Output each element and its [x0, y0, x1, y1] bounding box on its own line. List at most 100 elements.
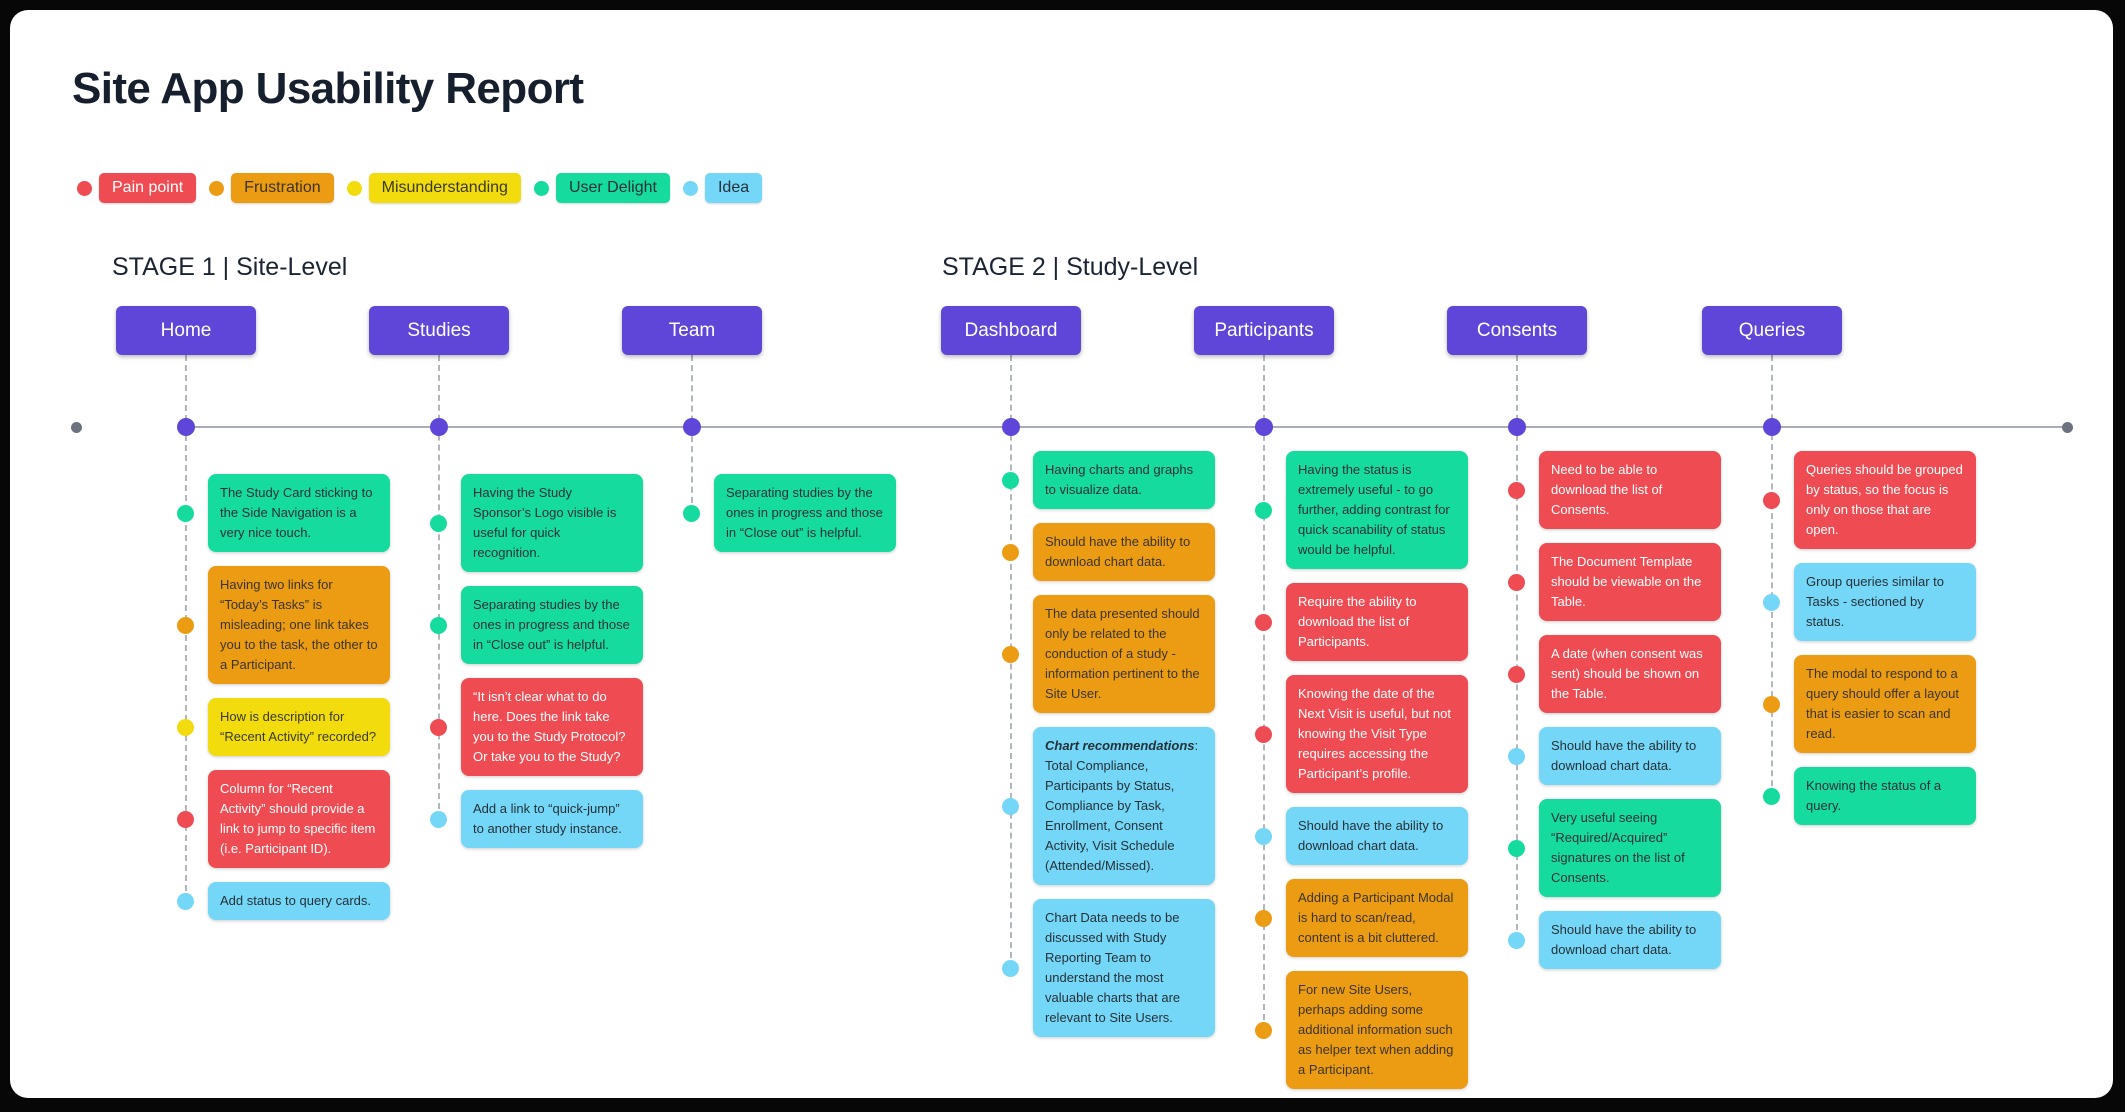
sticky-note-delight[interactable]: Knowing the status of a query.	[1794, 767, 1976, 825]
legend-item-frustration: Frustration	[209, 173, 334, 203]
cards-stack: Separating studies by the ones in progre…	[714, 474, 896, 552]
sticky-note-idea[interactable]: Chart recommendations: Total Compliance,…	[1033, 727, 1215, 885]
timeline-node	[1002, 418, 1020, 436]
timeline-start-dot	[71, 422, 82, 433]
sticky-note-idea[interactable]: Should have the ability to download char…	[1286, 807, 1468, 865]
sticky-note-frustration[interactable]: Having two links for “Today’s Tasks” is …	[208, 566, 390, 684]
note-type-dot-pain	[177, 810, 194, 828]
stage-button-consents[interactable]: Consents	[1447, 306, 1587, 355]
legend-dot-frustration	[209, 180, 225, 196]
timeline-node	[1255, 418, 1273, 436]
legend-dot-delight	[533, 180, 549, 196]
sticky-note-frustration[interactable]: Should have the ability to download char…	[1033, 523, 1215, 581]
note-type-dot-idea	[177, 892, 194, 910]
column-dashed-line	[1516, 355, 1518, 940]
sticky-note-idea[interactable]: Should have the ability to download char…	[1539, 727, 1721, 785]
legend-dot-pain	[77, 180, 92, 196]
note-type-dot-delight	[1002, 471, 1019, 489]
note-type-dot-idea	[1002, 797, 1019, 815]
note-type-dot-delight	[1255, 501, 1272, 519]
note-type-dot-pain	[430, 718, 447, 736]
sticky-note-idea[interactable]: Should have the ability to download char…	[1539, 911, 1721, 969]
stage-button-home[interactable]: Home	[116, 306, 256, 355]
sticky-note-delight[interactable]: Very useful seeing “Required/Acquired” s…	[1539, 799, 1721, 897]
legend-item-pain: Pain point	[77, 173, 197, 203]
sticky-note-pain[interactable]: Require the ability to download the list…	[1286, 583, 1468, 661]
sticky-note-pain[interactable]: “It isn’t clear what to do here. Does th…	[461, 678, 643, 776]
note-type-dot-frustration	[1002, 645, 1019, 663]
stage-button-dashboard[interactable]: Dashboard	[941, 306, 1081, 355]
sticky-note-delight[interactable]: Having the status is extremely useful - …	[1286, 451, 1468, 569]
legend-chip[interactable]: Frustration	[231, 173, 334, 203]
sticky-note-idea[interactable]: Chart Data needs to be discussed with St…	[1033, 899, 1215, 1037]
note-type-dot-delight	[177, 504, 194, 522]
note-type-dot-idea	[1763, 593, 1780, 611]
sticky-note-pain[interactable]: Column for “Recent Activity” should prov…	[208, 770, 390, 868]
note-type-dot-frustration	[1255, 1021, 1272, 1039]
note-type-dot-pain	[1508, 573, 1525, 591]
sticky-note-delight[interactable]: Having charts and graphs to visualize da…	[1033, 451, 1215, 509]
sticky-note-frustration[interactable]: Adding a Participant Modal is hard to sc…	[1286, 879, 1468, 957]
sticky-note-pain[interactable]: Knowing the date of the Next Visit is us…	[1286, 675, 1468, 793]
sticky-note-delight[interactable]: The Study Card sticking to the Side Navi…	[208, 474, 390, 552]
stage-button-queries[interactable]: Queries	[1702, 306, 1842, 355]
sticky-note-pain[interactable]: The Document Template should be viewable…	[1539, 543, 1721, 621]
page-title: Site App Usability Report	[72, 64, 584, 113]
note-type-dot-idea	[1255, 827, 1272, 845]
note-type-dot-idea	[430, 810, 447, 828]
timeline-end-dot	[2062, 422, 2073, 433]
note-type-dot-pain	[1763, 491, 1780, 509]
legend-chip[interactable]: Idea	[704, 173, 763, 203]
timeline-node	[1508, 418, 1526, 436]
note-type-dot-pain	[1255, 613, 1272, 631]
note-type-dot-delight	[1508, 839, 1525, 857]
legend-dot-misunderstanding	[346, 180, 362, 196]
column-dashed-line	[1263, 355, 1265, 1030]
sticky-note-delight[interactable]: Separating studies by the ones in progre…	[714, 474, 896, 552]
sticky-note-delight[interactable]: Having the Study Sponsor’s Logo visible …	[461, 474, 643, 572]
sticky-note-idea[interactable]: Add status to query cards.	[208, 882, 390, 920]
legend-chip[interactable]: Misunderstanding	[368, 173, 521, 203]
note-type-dot-frustration	[177, 616, 194, 634]
sticky-note-idea[interactable]: Add a link to “quick-jump” to another st…	[461, 790, 643, 848]
legend-chip[interactable]: Pain point	[99, 173, 197, 203]
stage-2-label: STAGE 2 | Study-Level	[942, 253, 1199, 281]
stage-button-team[interactable]: Team	[622, 306, 762, 355]
note-type-dot-delight	[430, 616, 447, 634]
sticky-note-frustration[interactable]: For new Site Users, perhaps adding some …	[1286, 971, 1468, 1089]
legend-item-misunderstanding: Misunderstanding	[346, 173, 521, 203]
note-type-dot-idea	[1508, 931, 1525, 949]
stage-button-studies[interactable]: Studies	[369, 306, 509, 355]
note-type-dot-idea	[1002, 959, 1019, 977]
sticky-note-pain[interactable]: Queries should be grouped by status, so …	[1794, 451, 1976, 549]
legend-item-delight: User Delight	[533, 173, 670, 203]
note-type-dot-delight	[430, 514, 447, 532]
sticky-note-pain[interactable]: Need to be able to download the list of …	[1539, 451, 1721, 529]
sticky-note-idea[interactable]: Group queries similar to Tasks - section…	[1794, 563, 1976, 641]
note-type-dot-idea	[1508, 747, 1525, 765]
sticky-note-misunderstanding[interactable]: How is description for “Recent Activity”…	[208, 698, 390, 756]
sticky-note-frustration[interactable]: The data presented should only be relate…	[1033, 595, 1215, 713]
stage-button-participants[interactable]: Participants	[1194, 306, 1334, 355]
timeline-line	[186, 426, 2067, 428]
note-type-dot-frustration	[1002, 543, 1019, 561]
cards-stack: Having the Study Sponsor’s Logo visible …	[461, 474, 643, 848]
sticky-note-delight[interactable]: Separating studies by the ones in progre…	[461, 586, 643, 664]
timeline-node	[430, 418, 448, 436]
note-type-dot-delight	[1763, 787, 1780, 805]
cards-stack: Need to be able to download the list of …	[1539, 451, 1721, 969]
cards-stack: Having the status is extremely useful - …	[1286, 451, 1468, 1089]
note-type-dot-pain	[1508, 665, 1525, 683]
legend-dot-idea	[682, 180, 698, 196]
note-type-dot-frustration	[1763, 695, 1780, 713]
whiteboard-canvas: Site App Usability Report Pain point Frus…	[10, 10, 2113, 1098]
timeline-node	[177, 418, 195, 436]
legend: Pain point Frustration Misunderstanding Use…	[77, 173, 763, 203]
cards-stack: Having charts and graphs to visualize da…	[1033, 451, 1215, 1037]
note-type-dot-delight	[683, 504, 700, 522]
sticky-note-pain[interactable]: A date (when consent was sent) should be…	[1539, 635, 1721, 713]
sticky-note-frustration[interactable]: The modal to respond to a query should o…	[1794, 655, 1976, 753]
legend-item-idea: Idea	[682, 173, 763, 203]
note-type-dot-misunderstanding	[177, 718, 194, 736]
legend-chip[interactable]: User Delight	[555, 173, 670, 203]
